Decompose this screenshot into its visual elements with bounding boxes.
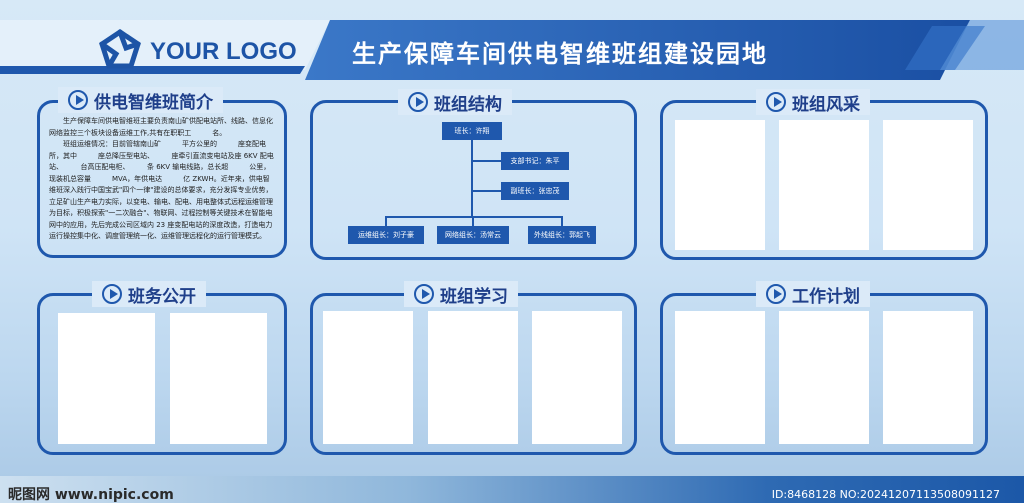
photo-placeholder (779, 311, 869, 444)
panel-structure-header: 班组结构 (398, 89, 512, 115)
org-line (385, 216, 387, 226)
org-line (472, 216, 474, 226)
org-ops: 运维组长：刘子豪 (348, 226, 424, 244)
panel-style-title: 班组风采 (792, 94, 860, 115)
panel-plan-header: 工作计划 (756, 281, 870, 307)
panel-plan-title: 工作计划 (792, 286, 860, 307)
photo-placeholder (883, 120, 973, 250)
photo-placeholder (323, 311, 413, 444)
play-icon (766, 92, 786, 112)
intro-text: 生产保障车间供电智维班主要负责南山矿供配电站所、线路、信息化网络监控三个板块设备… (49, 116, 274, 243)
org-line (471, 160, 501, 162)
panel-style-header: 班组风采 (756, 89, 870, 115)
photo-placeholder (428, 311, 518, 444)
org-line (561, 216, 563, 226)
photo-placeholder (883, 311, 973, 444)
panel-affairs-title: 班务公开 (128, 286, 196, 307)
org-leader: 班长：许翔 (442, 122, 502, 140)
org-external: 外线组长：郭起飞 (528, 226, 596, 244)
watermark-left: 昵图网 www.nipic.com (8, 487, 174, 503)
header: YOUR LOGO 生产保障车间供电智维班组建设园地 (0, 0, 1024, 80)
photo-placeholder (170, 313, 267, 444)
org-line (471, 139, 473, 217)
photo-placeholder (532, 311, 622, 444)
page-title: 生产保障车间供电智维班组建设园地 (352, 40, 768, 68)
panel-structure-title: 班组结构 (434, 94, 502, 115)
panel-intro-header: 供电智维班简介 (58, 87, 223, 113)
photo-placeholder (675, 311, 765, 444)
org-deputy: 副班长：张忠茂 (501, 182, 569, 200)
bottom-band (0, 476, 1024, 503)
panel-study-header: 班组学习 (404, 281, 518, 307)
header-banner (0, 20, 1024, 80)
photo-placeholder (779, 120, 869, 250)
photo-placeholder (675, 120, 765, 250)
play-icon (414, 284, 434, 304)
logo-icon (99, 28, 141, 69)
watermark-right: ID:8468128 NO:20241207113508091127 (771, 488, 1000, 501)
intro-paragraph-1: 生产保障车间供电智维班主要负责南山矿供配电站所、线路、信息化网络监控三个板块设备… (49, 117, 273, 137)
logo-text: YOUR LOGO (150, 38, 297, 65)
play-icon (408, 92, 428, 112)
play-icon (68, 90, 88, 110)
photo-placeholder (58, 313, 155, 444)
panel-intro-title: 供电智维班简介 (94, 92, 213, 113)
org-secretary: 支部书记：朱平 (501, 152, 569, 170)
org-line (471, 190, 501, 192)
panel-affairs-header: 班务公开 (92, 281, 206, 307)
org-network: 网络组长：汤常云 (437, 226, 509, 244)
panel-study-title: 班组学习 (440, 286, 508, 307)
play-icon (102, 284, 122, 304)
play-icon (766, 284, 786, 304)
intro-paragraph-2: 班组运维情况：目前管辖南山矿 平方公里的 座变配电所，其中 座总降压型电站、 座… (49, 140, 274, 240)
